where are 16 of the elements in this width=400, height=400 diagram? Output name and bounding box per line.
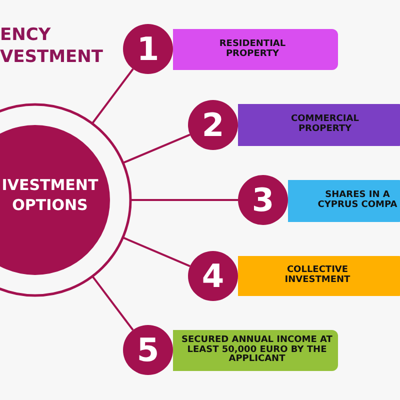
- option-card: RESIDENTIAL PROPERTY: [173, 29, 338, 70]
- connector-line: [92, 276, 134, 331]
- connector-line: [123, 134, 190, 164]
- option-card: COLLECTIVE INVESTMENT: [238, 256, 400, 296]
- option-card: SHARES IN A CYPRUS COMPA: [288, 180, 400, 222]
- connector-line: [122, 236, 190, 268]
- step-number: 3: [238, 175, 288, 225]
- step-number: 5: [123, 325, 173, 375]
- hub-label: IVESTMENT OPTIONS: [1, 176, 99, 215]
- step-number: 2: [188, 100, 238, 150]
- connector-line: [131, 199, 238, 201]
- step-number: 1: [123, 24, 173, 74]
- option-card: COMMERCIAL PROPERTY: [238, 104, 400, 146]
- step-number: 4: [188, 251, 238, 301]
- option-card: SECURED ANNUAL INCOME AT LEAST 50,000 EURO BY THE APPLICANT: [173, 330, 338, 371]
- connector-line: [92, 68, 134, 124]
